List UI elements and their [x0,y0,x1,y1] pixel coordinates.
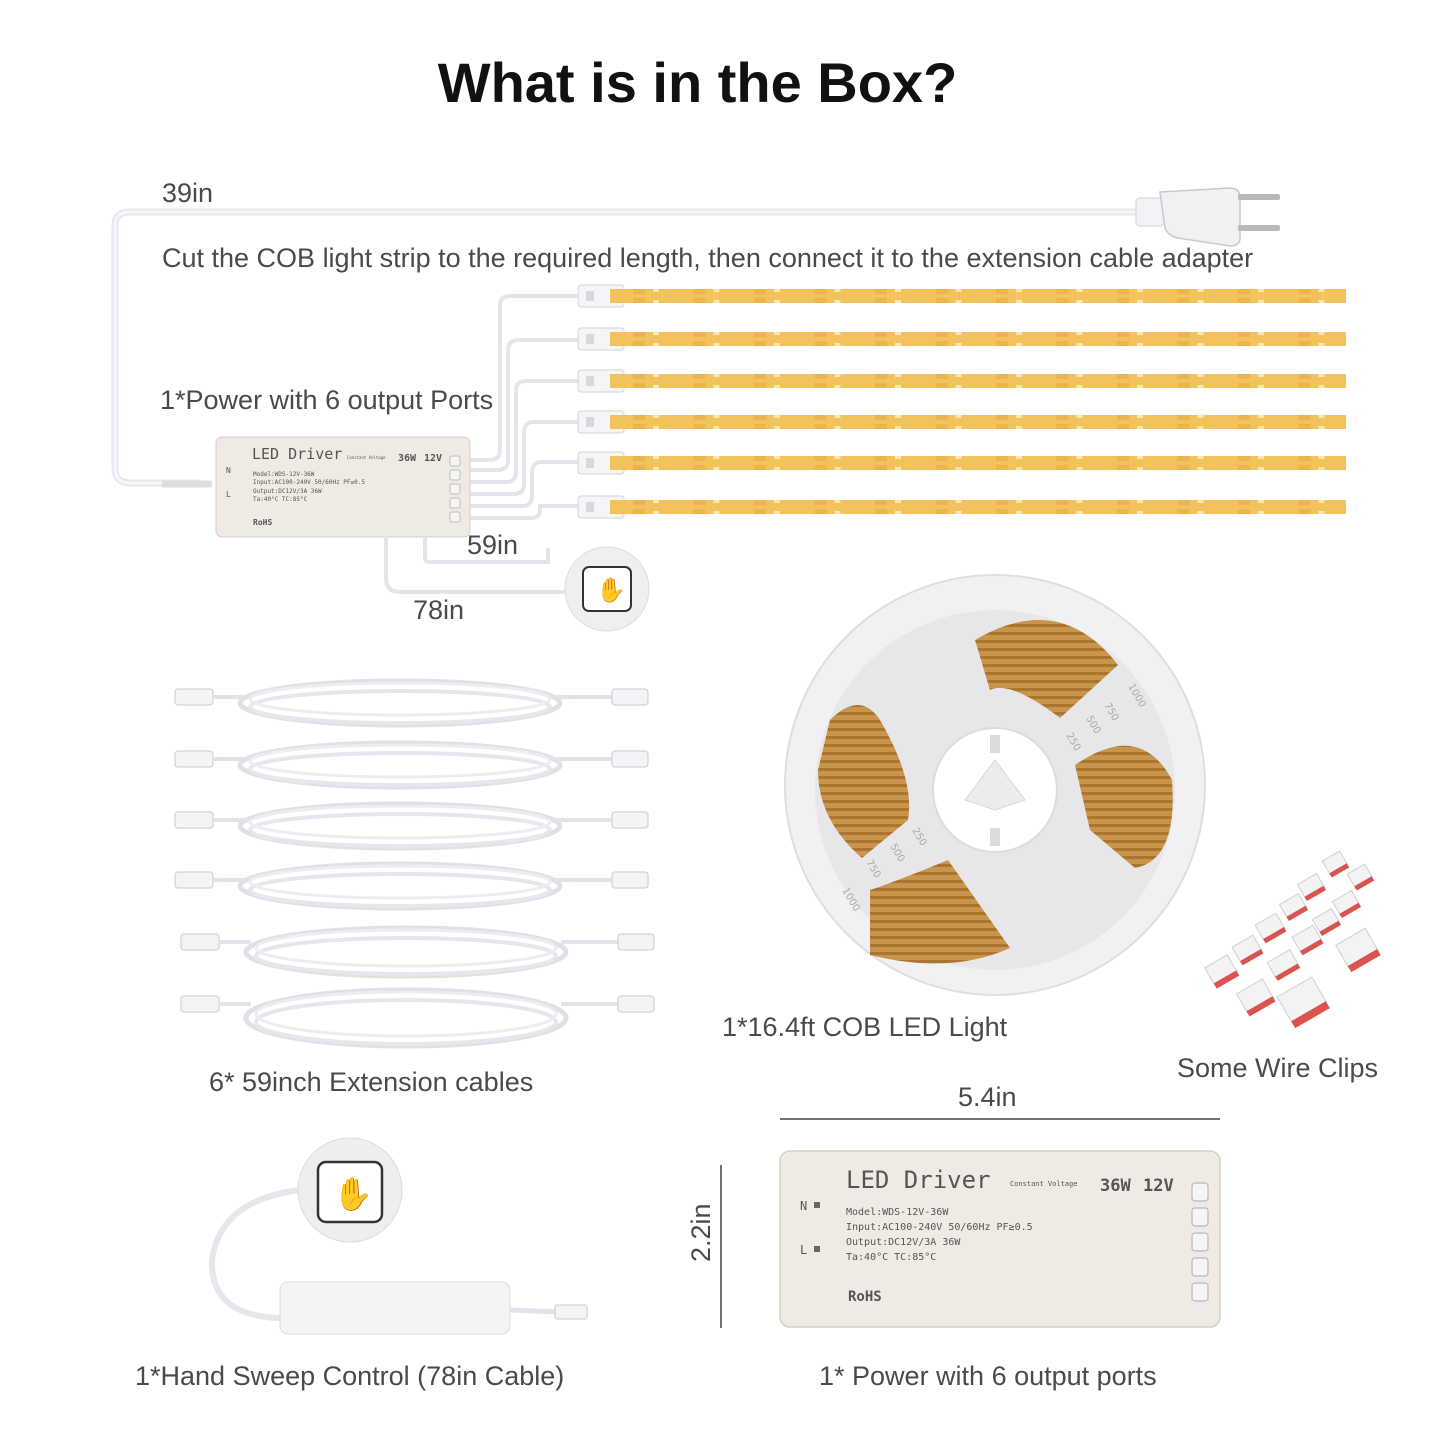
extension-length-label: 59in [467,530,519,560]
wire-clip [1346,863,1375,891]
driver-small-rohs: RoHS [253,518,272,527]
reel-coil [975,620,1118,718]
sensor-length-label: 78in [413,595,465,625]
wire-clip [1291,924,1324,956]
wire-clip [1296,872,1327,902]
led-strip [577,284,1346,308]
sensor-cable [384,538,565,594]
driver-small-n: N [226,466,231,475]
led-strip [577,410,1346,434]
wire-clip [1331,889,1362,919]
driver-small-temp: Ta:40°C TC:85°C [253,496,308,503]
wire-clip [1231,934,1264,966]
driver-model: Model:WDS-12V-36W [846,1207,949,1218]
driver-large: LED Driver Constant Voltage 36W 12V N L … [779,1150,1221,1328]
wire-clips [1204,850,1381,1029]
extension-cable [174,678,649,728]
reel-coil [1075,745,1173,868]
driver-watt: 36W [1100,1176,1131,1196]
height-dimension-label: 2.2in [686,1203,716,1262]
driver-l: L [800,1243,807,1257]
extension-stub-cable [423,538,551,564]
power-caption: 1* Power with 6 output ports [819,1361,1157,1391]
cob-led-reel: 1000 750 500 250 1000 750 500 250 [784,574,1206,996]
hand-wave-icon: ✋ [333,1175,373,1213]
driver-small-volt: 12V [424,453,442,464]
reel-coil [818,705,910,858]
extension-cable-coils [174,678,655,1049]
driver-small-name: LED Driver [252,445,342,463]
wire-clip [1278,892,1309,922]
wire-clip [1311,907,1342,937]
driver-rohs: RoHS [848,1289,882,1305]
driver-output-ports [1191,1182,1209,1302]
extension-cable [174,801,649,851]
wire-clip [1254,912,1287,944]
led-strip [577,369,1346,393]
extension-cable [180,925,655,979]
driver-small-output: Output:DC12V/3A 36W [253,488,322,495]
driver-sub: Constant Voltage [1010,1180,1077,1188]
driver-small: LED Driver Constant Voltage 36W 12V N L … [162,436,471,538]
extension-cable [174,861,649,911]
led-strip [577,327,1346,351]
hand-sweep-control: ✋ [208,1137,588,1335]
driver-temp: Ta:40°C TC:85°C [846,1252,936,1263]
driver-volt: 12V [1143,1176,1174,1196]
hand-sweep-caption: 1*Hand Sweep Control (78in Cable) [135,1361,565,1391]
wire-clips-caption: Some Wire Clips [1177,1053,1379,1083]
power-cord [111,208,1150,487]
cord-length-label: 39in [162,178,214,208]
reel-coil [870,860,1010,964]
driver-small-sub: Constant Voltage [347,455,386,460]
wire-clip [1335,927,1381,973]
hand-sensor-small: ✋ [564,546,650,632]
instruction-text: Cut the COB light strip to the required … [162,243,1254,273]
wire-clip [1266,949,1301,981]
driver-small-input: Input:AC100-240V 50/60Hz PF≥0.5 [253,479,365,486]
cob-light-caption: 1*16.4ft COB LED Light [722,1012,1008,1042]
driver-name: LED Driver [846,1166,991,1194]
driver-to-strip-cables [470,294,580,520]
driver-small-l: L [226,490,231,499]
hand-wave-icon: ✋ [596,576,626,604]
extension-cable [174,740,649,790]
led-strips [577,284,1346,519]
plug-icon [1135,187,1280,247]
driver-n: N [800,1199,807,1213]
extension-cable [180,987,655,1049]
driver-output: Output:DC12V/3A 36W [846,1237,961,1248]
led-strip [577,495,1346,519]
wire-clip [1235,978,1276,1017]
wire-clip [1204,954,1240,989]
extension-cables-caption: 6* 59inch Extension cables [209,1067,534,1097]
driver-input: Input:AC100-240V 50/60Hz PF≥0.5 [846,1222,1033,1233]
power-ports-label: 1*Power with 6 output Ports [160,385,494,415]
wire-clip [1276,976,1330,1029]
driver-small-model: Model:WDS-12V-36W [253,471,315,478]
page-title: What is in the Box? [437,51,958,114]
wire-clip [1321,850,1350,878]
led-strip [577,451,1346,475]
width-dimension-label: 5.4in [958,1082,1017,1112]
driver-small-watt: 36W [398,453,417,464]
